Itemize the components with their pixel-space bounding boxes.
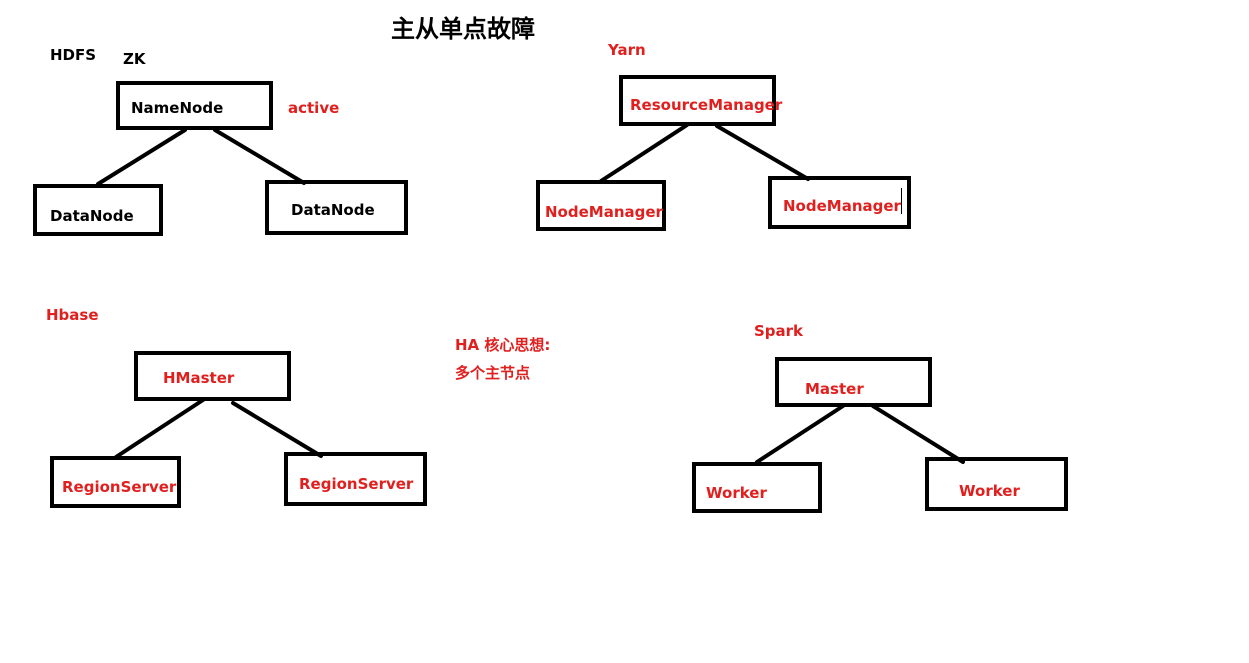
spark-master-box[interactable]: Master [775, 357, 932, 407]
spark-worker-label-2: Worker [959, 482, 1020, 500]
edge-hbase-left [114, 398, 205, 459]
resourcemanager-label: ResourceManager [630, 96, 783, 114]
ha-core-idea-label: HA 核心思想: [455, 336, 551, 354]
hbase-label: Hbase [46, 306, 99, 324]
nodemanager-label-2: NodeManager [783, 197, 901, 215]
hmaster-label: HMaster [163, 369, 235, 387]
nodemanager-box-1[interactable]: NodeManager [536, 180, 666, 231]
active-label: active [288, 99, 340, 117]
nodemanager-label-1: NodeManager [545, 203, 663, 221]
resourcemanager-box[interactable]: ResourceManager [619, 75, 782, 126]
spark-worker-label-1: Worker [706, 484, 767, 502]
edge-hbase-right [231, 401, 323, 458]
edge-hdfs-left [96, 128, 187, 186]
namenode-label: NameNode [131, 99, 224, 117]
text-cursor [901, 188, 902, 214]
datanode-box-2[interactable]: DataNode [265, 180, 408, 235]
edge-spark-right [871, 404, 965, 464]
edge-yarn-left [599, 123, 689, 183]
edge-hdfs-right [213, 128, 306, 185]
ha-multiple-masters-label: 多个主节点 [455, 364, 531, 382]
zk-label: ZK [123, 50, 146, 68]
nodemanager-box-2[interactable]: NodeManager [768, 176, 911, 229]
datanode-label-2: DataNode [291, 201, 375, 219]
regionserver-label-1: RegionServer [62, 478, 177, 496]
regionserver-box-2[interactable]: RegionServer [284, 452, 427, 506]
regionserver-box-1[interactable]: RegionServer [50, 456, 181, 508]
hdfs-label: HDFS [50, 46, 97, 64]
edge-yarn-right [715, 124, 810, 181]
spark-label: Spark [754, 322, 804, 340]
datanode-label-1: DataNode [50, 207, 134, 225]
spark-master-label: Master [805, 380, 864, 398]
namenode-box[interactable]: NameNode [116, 81, 273, 130]
spark-worker-box-1[interactable]: Worker [692, 462, 822, 513]
regionserver-label-2: RegionServer [299, 475, 414, 493]
hmaster-box[interactable]: HMaster [134, 351, 291, 401]
yarn-label: Yarn [608, 41, 646, 59]
page-title: 主从单点故障 [391, 15, 535, 43]
datanode-box-1[interactable]: DataNode [33, 184, 163, 236]
spark-worker-box-2[interactable]: Worker [925, 457, 1068, 511]
edge-spark-left [755, 404, 845, 464]
